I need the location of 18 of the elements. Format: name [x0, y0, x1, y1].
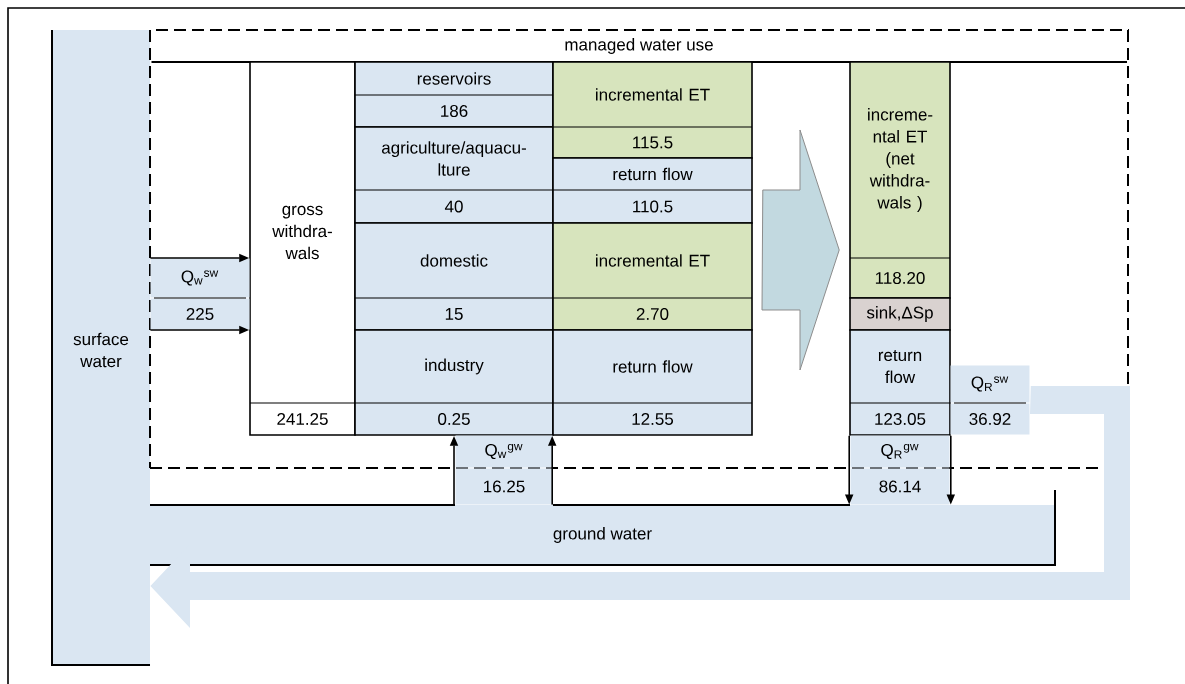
table-cell: sink,ΔSp — [849, 297, 951, 331]
value-cell: 16.25 — [455, 468, 553, 505]
value-cell: Q$_{R}$gw — [850, 435, 950, 468]
value-cell: 86.14 — [850, 468, 950, 505]
value-cell: 225 — [150, 298, 250, 330]
value-cell: Q$_{R}$sw — [950, 365, 1030, 403]
value-cell: Q$_{w}$sw — [150, 258, 250, 298]
table-cell: agriculture/aquacu- lture 40 — [354, 126, 554, 224]
value-cell: Q$_{w}$gw — [455, 435, 553, 468]
block-arrow — [150, 386, 1130, 628]
surface-water-band: surface water — [51, 29, 151, 666]
value-cell: 36.92 — [950, 403, 1030, 435]
node-label: ground water — [553, 527, 652, 543]
table-cell: return flow 110.5 — [552, 157, 753, 224]
table-cell: return flow 12.55 — [552, 329, 753, 436]
table-cell: incremental ET 115.5 — [552, 61, 753, 159]
block-arrow — [761, 129, 840, 371]
table-cell: gross withdra- wals 241.25 — [249, 61, 356, 436]
